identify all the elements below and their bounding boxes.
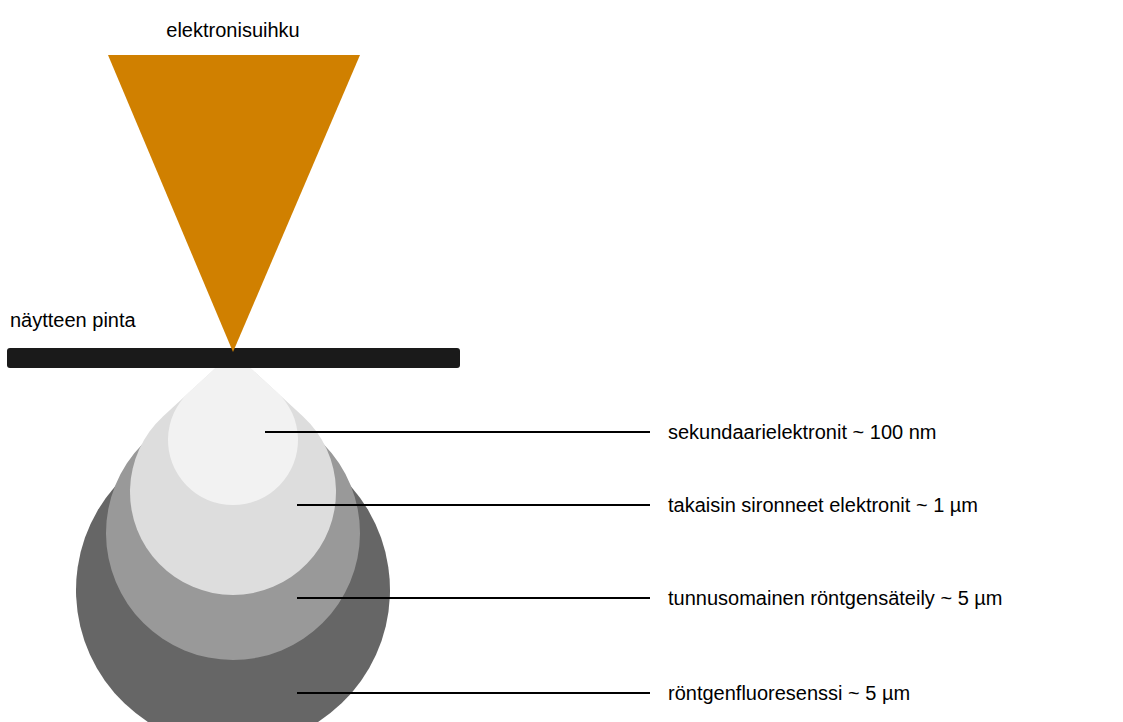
secondary-volume [168,352,298,505]
beam-label: elektronisuihku [166,18,299,42]
callout-label: takaisin sironneet elektronit ~ 1 µm [668,493,978,517]
leader-line [265,431,650,433]
backscatter-volume [130,352,336,595]
leader-line [297,597,650,599]
sample-surface [7,348,460,368]
surface-label: näytteen pinta [10,308,136,332]
callout-label: tunnusomainen röntgensäteily ~ 5 µm [668,586,1003,610]
fluorescence-volume [76,352,390,722]
leader-line [297,504,650,506]
callout-label: röntgenfluoresenssi ~ 5 µm [668,681,910,705]
leader-line [297,692,650,694]
electron-beam [108,55,360,352]
callout-label: sekundaarielektronit ~ 100 nm [668,420,937,444]
